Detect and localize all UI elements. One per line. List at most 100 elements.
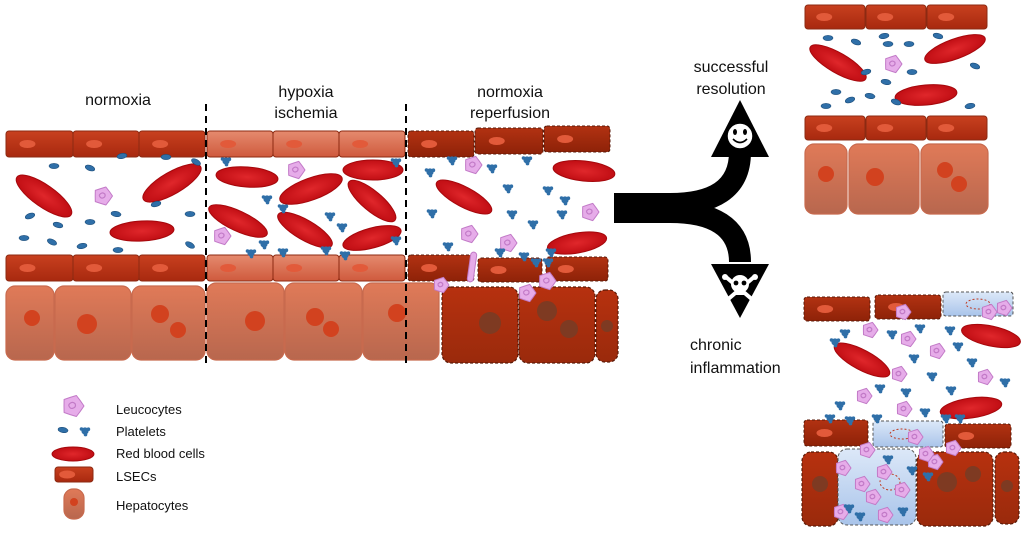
outcome-label-resolution: resolution <box>696 81 765 98</box>
lsec-cell <box>926 4 988 30</box>
platelet <box>880 78 892 86</box>
platelet <box>860 68 872 76</box>
platelet <box>878 32 890 40</box>
leucocyte <box>894 481 911 499</box>
platelet <box>964 102 976 110</box>
lsec-cell <box>545 256 609 282</box>
activated-platelet <box>843 504 855 514</box>
leucocyte <box>854 475 871 493</box>
platelet <box>112 247 124 253</box>
platelet <box>191 158 201 166</box>
lsec-cell <box>944 423 1012 449</box>
hepatocyte-cell <box>801 451 839 527</box>
platelet <box>116 152 128 160</box>
lsec-cell <box>206 254 274 282</box>
activated-platelet <box>839 329 851 339</box>
activated-platelet <box>502 184 514 194</box>
lsec-cell <box>407 254 475 282</box>
hepatocyte-cell <box>131 285 206 361</box>
activated-platelet <box>390 158 402 168</box>
leucocyte <box>896 400 913 418</box>
activated-platelet <box>886 330 898 340</box>
legend-item-hepatocytes: Hepatocytes <box>63 488 189 520</box>
damaged-hepatocyte <box>837 448 917 526</box>
hepatocyte-cell <box>848 143 920 215</box>
leucocyte <box>461 224 479 244</box>
platelet <box>52 221 64 229</box>
activated-platelet <box>442 242 454 252</box>
leucocyte <box>865 488 882 506</box>
activated-platelet <box>336 223 348 233</box>
platelet <box>906 69 918 75</box>
activated-platelet <box>940 414 952 424</box>
lsec-cell <box>543 125 611 153</box>
leucocyte <box>539 271 557 291</box>
activated-platelet <box>882 455 894 465</box>
activated-platelet <box>854 512 866 522</box>
platelet <box>830 89 842 95</box>
hepatocyte-row <box>5 282 619 364</box>
red-blood-cell <box>277 211 333 249</box>
lsec-cell <box>804 4 866 30</box>
leucocyte <box>63 395 85 417</box>
activated-platelet <box>486 164 498 174</box>
lsec-cell <box>5 254 74 282</box>
leucocyte <box>885 54 903 74</box>
platelet <box>184 211 196 217</box>
platelet <box>850 38 862 46</box>
red-blood-cell <box>546 231 608 255</box>
activated-platelet <box>494 248 506 258</box>
leucocyte <box>907 428 924 446</box>
leucocyte <box>877 506 894 524</box>
leucocyte <box>891 365 908 383</box>
phase-label-normoxia-2: normoxia <box>477 84 543 101</box>
activated-platelet <box>824 414 836 424</box>
platelet <box>820 103 832 109</box>
activated-platelet <box>521 156 533 166</box>
arrow-lower-branch <box>614 201 751 263</box>
blood-vessel-panel <box>5 104 619 365</box>
platelet <box>47 238 57 246</box>
leucocyte <box>918 445 935 463</box>
activated-platelet <box>871 414 883 424</box>
lsec-cell <box>338 130 406 158</box>
activated-platelet <box>258 240 270 250</box>
activated-platelet <box>339 251 351 261</box>
activated-platelet <box>966 358 978 368</box>
lsec-cell <box>138 254 206 282</box>
red-blood-cell <box>435 179 493 215</box>
red-blood-cell <box>347 179 397 223</box>
activated-platelet <box>944 326 956 336</box>
legend-label-leucocytes: Leucocytes <box>116 402 182 417</box>
platelet <box>864 92 876 100</box>
activated-platelet <box>999 378 1011 388</box>
outcome-arrow <box>614 100 769 318</box>
leucocyte <box>895 303 912 321</box>
lsec-cell <box>72 254 140 282</box>
activated-platelet <box>426 209 438 219</box>
activated-platelet <box>559 196 571 206</box>
hepatocyte-cell <box>206 282 285 361</box>
lsec-layer-top <box>5 125 611 158</box>
lsec-cell <box>54 466 94 483</box>
activated-platelet <box>324 212 336 222</box>
platelet <box>57 426 69 434</box>
activated-platelet <box>277 248 289 258</box>
activated-platelet <box>914 324 926 334</box>
leucocyte <box>519 283 537 303</box>
outcome-label-successful: successful <box>694 59 769 76</box>
platelet <box>150 200 162 208</box>
red-blood-cell <box>961 323 1021 349</box>
leucocyte <box>929 342 946 360</box>
activated-platelet <box>390 236 402 246</box>
leucocyte <box>94 186 113 206</box>
leucocyte <box>500 233 518 253</box>
hepatocyte-cell <box>920 143 989 215</box>
legend-item-platelets: Platelets <box>57 424 166 439</box>
platelet <box>185 241 195 249</box>
activated-platelet <box>952 342 964 352</box>
hepatocyte-cell <box>5 285 55 361</box>
legend-item-red-blood-cells: Red blood cells <box>51 446 205 462</box>
activated-platelet <box>922 472 934 482</box>
leucocyte <box>833 503 850 521</box>
